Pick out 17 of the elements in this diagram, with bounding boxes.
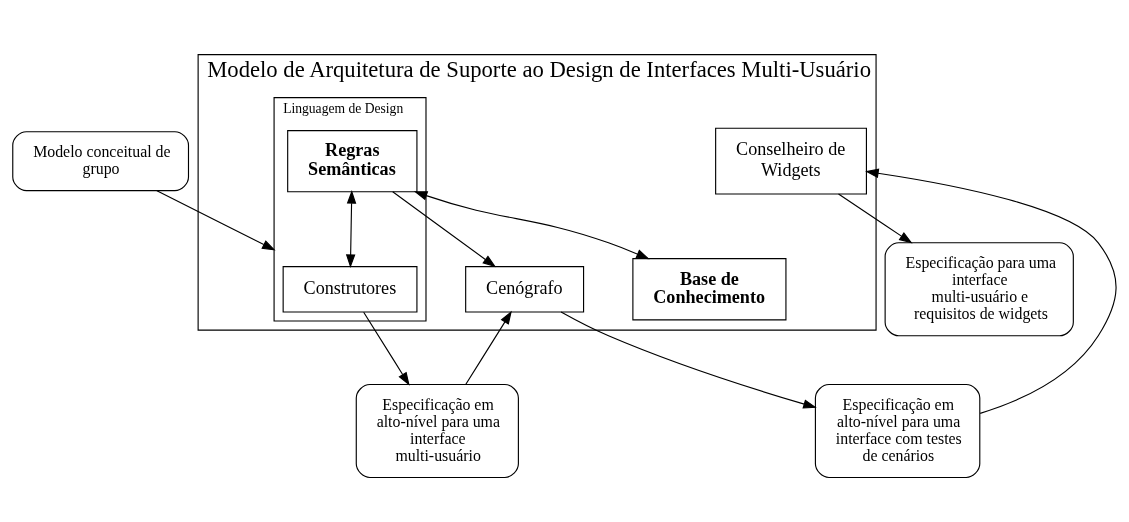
arrow [465,310,512,385]
arrow [363,311,410,386]
node-box: Conselheiro de Widgets [715,127,867,195]
arrow [345,189,357,268]
node-box: Regras Semânticas [287,129,418,192]
arrow [413,190,650,259]
arrow [156,189,276,251]
arrow [392,190,497,267]
node-box: Base de Conhecimento [632,257,787,320]
node-box: Especificação em alto-nível para uma interface multi-usuário [355,383,519,478]
node-box: Especificação em alto-nível para uma interface com testes de cenários [814,383,981,478]
node-box: Cenógrafo [465,265,585,312]
node-box: Construtores [282,265,418,312]
node-box: Especificação para uma interface multi-usuário e requisitos de widgets [884,241,1074,336]
arrow [865,168,1117,414]
node-box: Modelo conceitual de grupo [12,130,190,191]
arrow [837,193,913,244]
